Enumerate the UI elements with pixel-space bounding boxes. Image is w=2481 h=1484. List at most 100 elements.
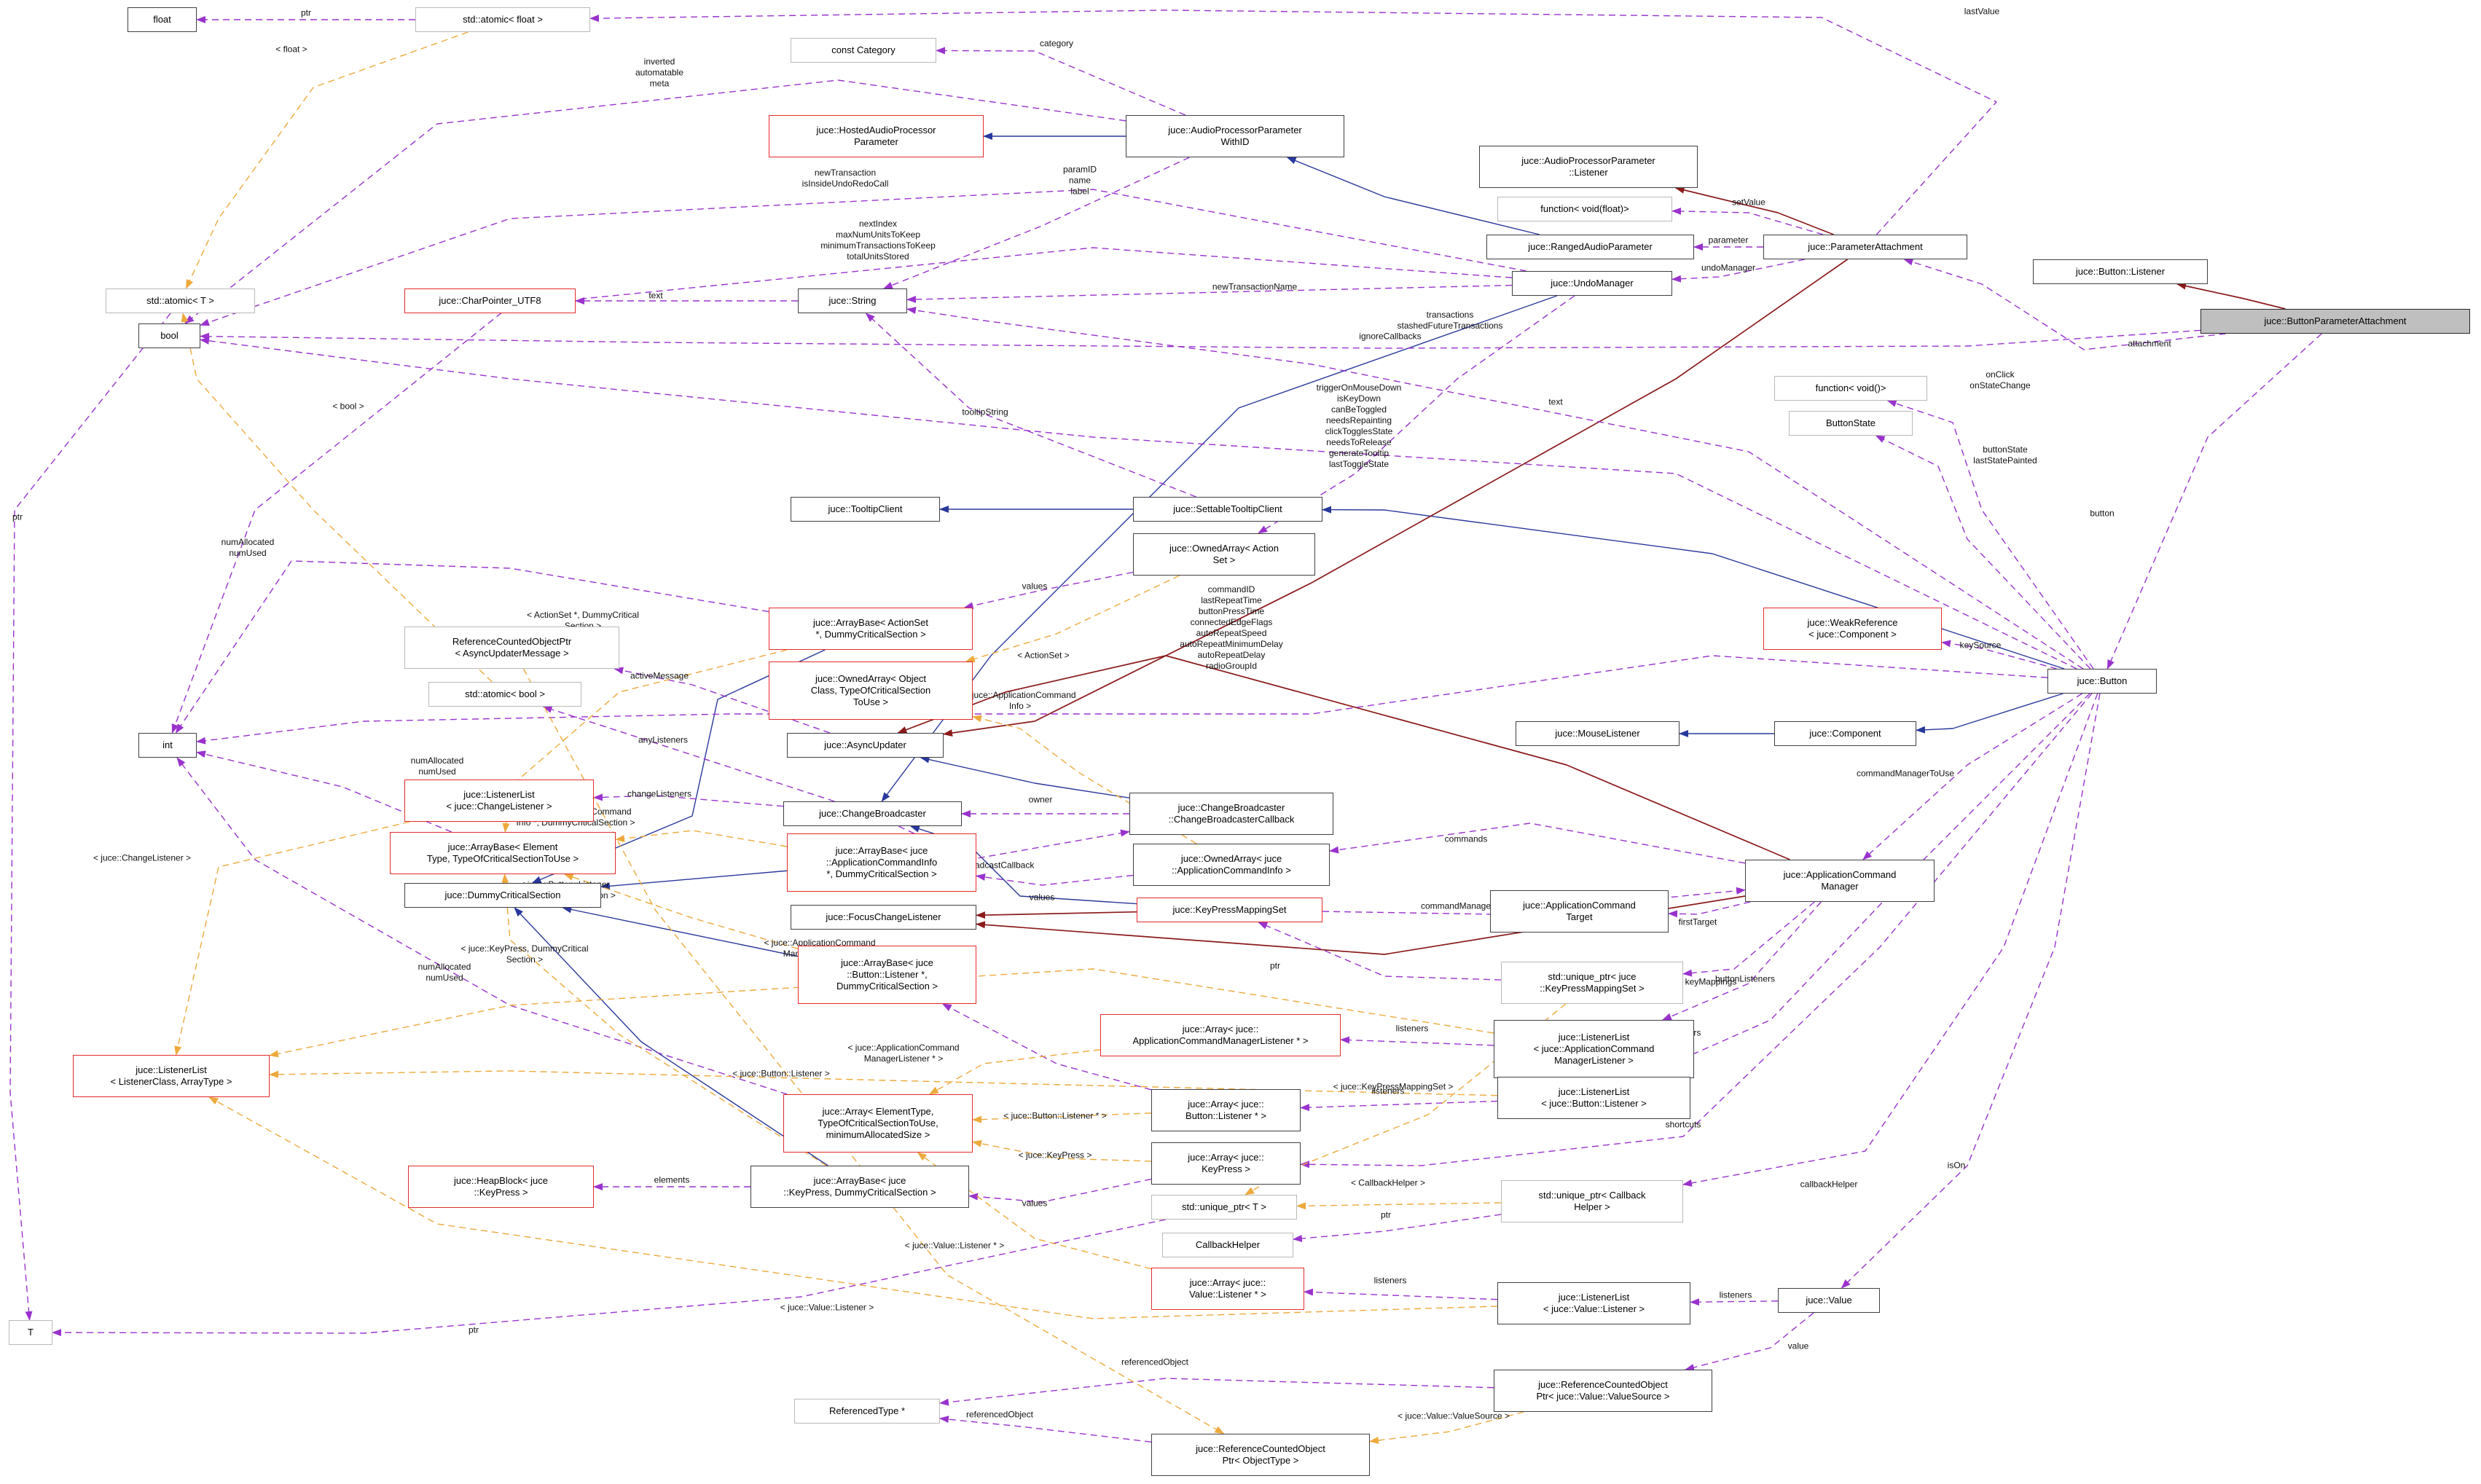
node-ab_actionset[interactable]: juce::ArrayBase< ActionSet *, DummyCriti… (769, 608, 973, 650)
node-heap_kp[interactable]: juce::HeapBlock< juce ::KeyPress > (408, 1166, 594, 1208)
node-dcs[interactable]: juce::DummyCriticalSection (404, 883, 601, 908)
node-arr_bl[interactable]: juce::Array< juce:: Button::Listener * > (1151, 1089, 1301, 1131)
edge-ab_actionset-to-int (175, 560, 769, 734)
edge-atomic_float-to-atomic_t (185, 31, 469, 289)
edge-bpa-to-btn_listener (2176, 282, 2286, 310)
node-undomgr[interactable]: juce::UndoManager (1512, 271, 1672, 296)
node-changebroadcaster[interactable]: juce::ChangeBroadcaster (783, 801, 962, 826)
node-oa_actionset[interactable]: juce::OwnedArray< Action Set > (1133, 533, 1315, 576)
edge-arr_vl-to-arr_el (917, 1152, 1152, 1270)
node-ab_el[interactable]: juce::ArrayBase< Element Type, TypeOfCri… (390, 832, 616, 874)
node-settable[interactable]: juce::SettableTooltipClient (1133, 497, 1322, 522)
edge-button-to-arr_kp (1300, 693, 2093, 1169)
node-acm[interactable]: juce::ApplicationCommand Manager (1745, 860, 1935, 902)
node-asyncupdater[interactable]: juce::AsyncUpdater (787, 733, 944, 758)
node-uptr_t[interactable]: std::unique_ptr< T > (1151, 1195, 1297, 1220)
node-ll_t[interactable]: juce::ListenerList < ListenerClass, Arra… (73, 1055, 270, 1097)
node-ll_bl[interactable]: juce::ListenerList < juce::Button::Liste… (1497, 1077, 1690, 1119)
node-oa_aci[interactable]: juce::OwnedArray< juce ::ApplicationComm… (1133, 844, 1330, 886)
node-const_category[interactable]: const Category (791, 38, 936, 63)
node-bpa[interactable]: juce::ButtonParameterAttachment (2200, 309, 2470, 334)
node-oa_obj[interactable]: juce::OwnedArray< Object Class, TypeOfCr… (769, 661, 973, 720)
edge-arr_kp-to-arr_el (972, 1139, 1152, 1162)
edge-appwid-to-bool (184, 79, 1126, 324)
node-ll_cl[interactable]: juce::ListenerList < juce::ChangeListene… (404, 780, 594, 822)
node-fn_void[interactable]: function< void()> (1774, 376, 1927, 401)
node-arr_acml[interactable]: juce::Array< juce:: ApplicationCommandMa… (1100, 1014, 1341, 1056)
node-rcop_ot[interactable]: juce::ReferenceCountedObject Ptr< Object… (1151, 1434, 1370, 1476)
node-reftype[interactable]: ReferencedType * (794, 1399, 940, 1424)
edge-acm-to-asyncupdater (897, 655, 1790, 860)
edge-ab_aci-to-ab_el (615, 830, 788, 847)
edge-bpa-to-bool (200, 329, 2201, 349)
node-cbc[interactable]: juce::ChangeBroadcaster ::ChangeBroadcas… (1129, 793, 1333, 835)
node-ab_aci[interactable]: juce::ArrayBase< juce ::ApplicationComma… (787, 833, 976, 892)
edge-cbc-to-asyncupdater (920, 755, 1130, 798)
node-int[interactable]: int (138, 733, 197, 758)
node-t[interactable]: T (9, 1320, 52, 1345)
node-charptr[interactable]: juce::CharPointer_UTF8 (404, 288, 576, 313)
node-pattach[interactable]: juce::ParameterAttachment (1763, 235, 1967, 259)
edge-button-to-settable (1322, 506, 2065, 670)
node-appl[interactable]: juce::AudioProcessorParameter ::Listener (1479, 146, 1698, 188)
node-appwid[interactable]: juce::AudioProcessorParameter WithID (1126, 115, 1344, 157)
node-atomic_t[interactable]: std::atomic< T > (106, 288, 255, 313)
node-atomic_float[interactable]: std::atomic< float > (415, 7, 590, 32)
node-component[interactable]: juce::Component (1774, 721, 1916, 746)
node-atomic_bool[interactable]: std::atomic< bool > (428, 682, 581, 707)
edge-acm-to-uptr_kpms (1682, 901, 1815, 977)
node-btn_listener[interactable]: juce::Button::Listener (2033, 259, 2208, 284)
node-act[interactable]: juce::ApplicationCommand Target (1490, 890, 1669, 933)
edge-undomgr-to-bool (200, 189, 1526, 326)
node-fn_void_float[interactable]: function< void(float)> (1497, 197, 1672, 221)
node-button[interactable]: juce::Button (2047, 669, 2157, 694)
edge-bpa-to-button (2106, 333, 2322, 670)
edge-settable-to-string (865, 313, 1196, 498)
node-arr_vl[interactable]: juce::Array< juce:: Value::Listener * > (1151, 1268, 1304, 1310)
node-rcop_vs[interactable]: juce::ReferenceCountedObject Ptr< juce::… (1494, 1370, 1712, 1412)
node-buttonstate[interactable]: ButtonState (1789, 411, 1913, 436)
edge-bpa-to-pattach (1903, 258, 2226, 350)
node-cbh[interactable]: CallbackHelper (1162, 1233, 1293, 1257)
edge-ll_bl-to-ll_t (269, 1070, 1498, 1096)
node-uptr_kpms[interactable]: std::unique_ptr< juce ::KeyPressMappingS… (1501, 962, 1683, 1004)
node-rcop_aum[interactable]: ReferenceCountedObjectPtr < AsyncUpdater… (404, 627, 619, 669)
node-weakref[interactable]: juce::WeakReference < juce::Component > (1763, 608, 1942, 650)
edge-rcop_aum-to-rcop_ot (522, 668, 1225, 1434)
edge-pattach-to-fn_void_float (1671, 207, 1824, 235)
edge-arr_bl-to-arr_el (972, 1112, 1152, 1123)
node-arr_kp[interactable]: juce::Array< juce:: KeyPress > (1151, 1142, 1301, 1185)
node-ab_bl[interactable]: juce::ArrayBase< juce ::Button::Listener… (798, 946, 976, 1004)
edge-arr_kp-to-ab_kp (968, 1178, 1152, 1203)
node-ll_acml[interactable]: juce::ListenerList < juce::ApplicationCo… (1494, 1020, 1694, 1078)
node-uptr_cbh[interactable]: std::unique_ptr< Callback Helper > (1501, 1180, 1683, 1222)
edge-ab_bl-to-dcs (562, 906, 799, 957)
edge-ab_bl-to-ab_el (563, 873, 799, 949)
node-string[interactable]: juce::String (798, 288, 907, 313)
node-ll_vl[interactable]: juce::ListenerList < juce::Value::Listen… (1497, 1282, 1690, 1324)
node-tooltipclient[interactable]: juce::TooltipClient (791, 497, 940, 522)
edge-button-to-buttonstate (1875, 435, 2091, 670)
node-arr_el[interactable]: juce::Array< ElementType, TypeOfCritical… (783, 1094, 973, 1153)
edge-changebroadcaster-to-ll_cl (593, 793, 784, 807)
node-ranged[interactable]: juce::RangedAudioParameter (1486, 235, 1694, 259)
node-value[interactable]: juce::Value (1778, 1288, 1880, 1313)
edge-button-to-string (906, 307, 2084, 670)
edge-ll_bl-to-arr_bl (1300, 1100, 1498, 1112)
node-float[interactable]: float (128, 7, 197, 32)
edge-rcop_vs-to-rcop_ot (1369, 1411, 1524, 1445)
node-ab_kp[interactable]: juce::ArrayBase< juce ::KeyPress, DummyC… (750, 1166, 969, 1208)
node-bool[interactable]: bool (138, 323, 200, 348)
edge-arr_el-to-int (176, 757, 788, 1095)
node-hosted[interactable]: juce::HostedAudioProcessor Parameter (769, 115, 984, 157)
node-kpms[interactable]: juce::KeyPressMappingSet (1137, 898, 1322, 922)
node-mouselistener[interactable]: juce::MouseListener (1516, 721, 1680, 746)
edge-ll_vl-to-arr_vl (1304, 1288, 1498, 1300)
edge-uptr_cbh-to-uptr_t (1296, 1202, 1502, 1210)
edge-atomic_bool-to-atomic_t (181, 313, 493, 683)
edge-undomgr-to-int (171, 247, 1513, 734)
edge-appwid-to-const_category (936, 47, 1186, 116)
edge-uptr_cbh-to-cbh (1293, 1214, 1502, 1242)
node-fcl[interactable]: juce::FocusChangeListener (791, 905, 976, 930)
